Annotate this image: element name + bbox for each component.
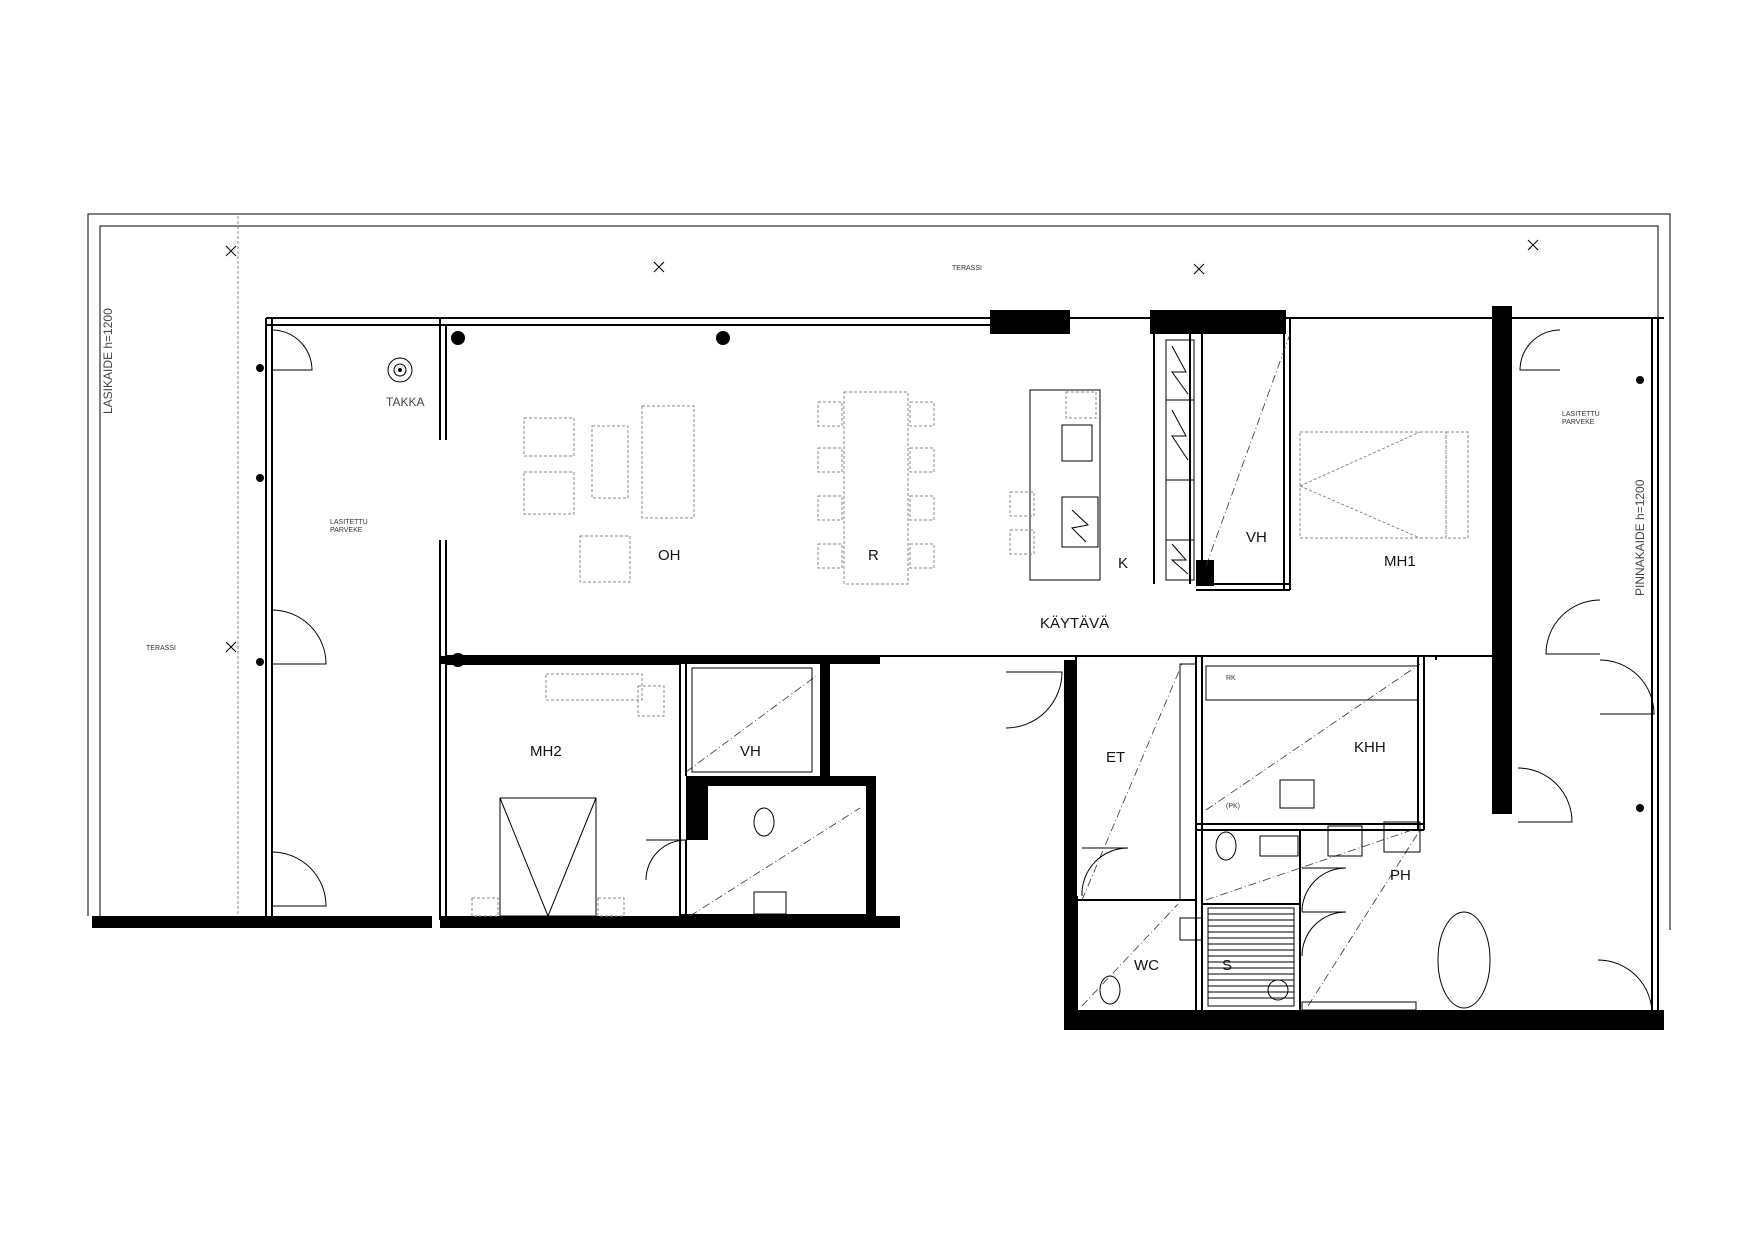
exterior-walls — [265, 317, 1664, 1030]
railing-label-right: PINNAKAIDE h=1200 — [1633, 479, 1647, 596]
terrace-boundary — [87, 213, 1671, 930]
structural-walls — [92, 306, 1664, 1030]
terrace-top-label: TERASSI — [952, 265, 982, 272]
glazed-balcony-left-line2: PARVEKE — [330, 527, 363, 534]
room-label-vh-top: VH — [1246, 529, 1267, 546]
kitchen-wall-cabinets — [1165, 339, 1195, 581]
room-label-mh2: MH2 — [530, 743, 562, 760]
columns — [256, 331, 1644, 812]
sauna-benches — [1207, 907, 1295, 1007]
bed-mh2 — [471, 673, 665, 918]
bed-mh1 — [1299, 431, 1469, 539]
railing-label-left: LASIKAIDE h=1200 — [101, 308, 115, 414]
glazed-balcony-right-line2: PARVEKE — [1562, 419, 1595, 426]
glazed-balcony-right-line1: LASITETTU — [1562, 411, 1600, 418]
living-furniture — [523, 391, 935, 585]
room-label-et: ET — [1106, 749, 1125, 766]
room-label-ph: PH — [1390, 867, 1411, 884]
room-label-kaytava: KÄYTÄVÄ — [1040, 615, 1109, 632]
bathroom-fixtures — [753, 779, 1491, 1011]
glazed-balcony-left-line1: LASITETTU — [330, 519, 368, 526]
lamp-symbols — [225, 239, 1539, 653]
appliance-tag-kpk: (PK) — [1226, 803, 1240, 810]
appliance-tag-rk: RK — [1226, 675, 1236, 682]
room-label-k: K — [1118, 555, 1128, 572]
terrace-left-label: TERASSI — [146, 645, 176, 652]
fireplace-icon — [387, 357, 413, 383]
closet-lines — [685, 333, 1421, 1007]
room-label-wc: WC — [1134, 957, 1159, 974]
room-label-s: S — [1222, 957, 1232, 974]
room-label-mh1: MH1 — [1384, 553, 1416, 570]
doors — [271, 329, 1655, 1015]
room-label-oh: OH — [658, 547, 681, 564]
interior-walls — [446, 317, 1664, 1025]
kitchen-island — [1009, 389, 1101, 581]
fireplace-label: TAKKA — [386, 395, 424, 409]
room-label-r: R — [868, 547, 879, 564]
room-label-vh-bottom: VH — [740, 743, 761, 760]
room-label-khh: KHH — [1354, 739, 1386, 756]
